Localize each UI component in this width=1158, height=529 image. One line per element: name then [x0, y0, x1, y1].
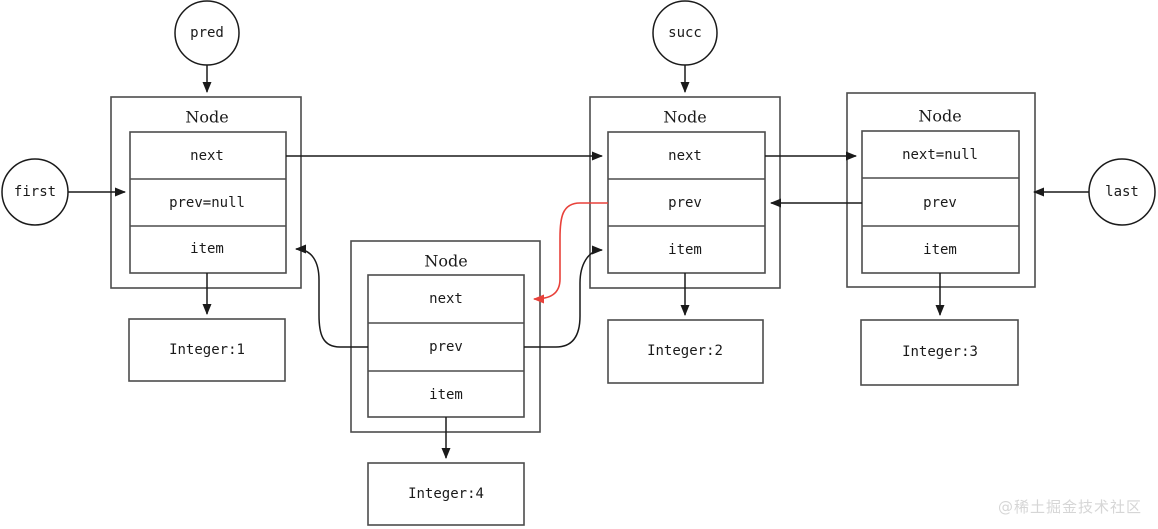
node-4-outer	[350, 240, 541, 433]
node-frames	[110, 92, 1036, 526]
edge-node4-prev-to-node1-item	[295, 244, 368, 348]
node-3-outer	[846, 92, 1036, 288]
pointer-circles	[1, 0, 1156, 226]
node-2-outer	[589, 96, 781, 289]
node-1-outer	[110, 96, 302, 289]
node-1-inner	[129, 131, 287, 274]
first-circle	[1, 158, 69, 226]
value-box-1	[128, 318, 286, 382]
node-3-inner	[861, 130, 1020, 274]
pred-circle	[174, 0, 240, 66]
edge-node4-prev-to-node2-item	[524, 245, 603, 348]
node-4-inner	[367, 274, 525, 418]
value-box-3	[860, 319, 1019, 386]
node-2-inner	[607, 131, 766, 274]
edge-node2-prev-to-node4-next	[533, 202, 608, 304]
edges-black	[68, 65, 1089, 459]
value-box-2	[607, 319, 764, 384]
value-box-4	[367, 462, 525, 526]
watermark: @稀土掘金技术社区	[997, 498, 1142, 516]
succ-circle	[652, 0, 718, 66]
edges-highlight	[533, 202, 608, 304]
last-circle	[1088, 158, 1156, 226]
